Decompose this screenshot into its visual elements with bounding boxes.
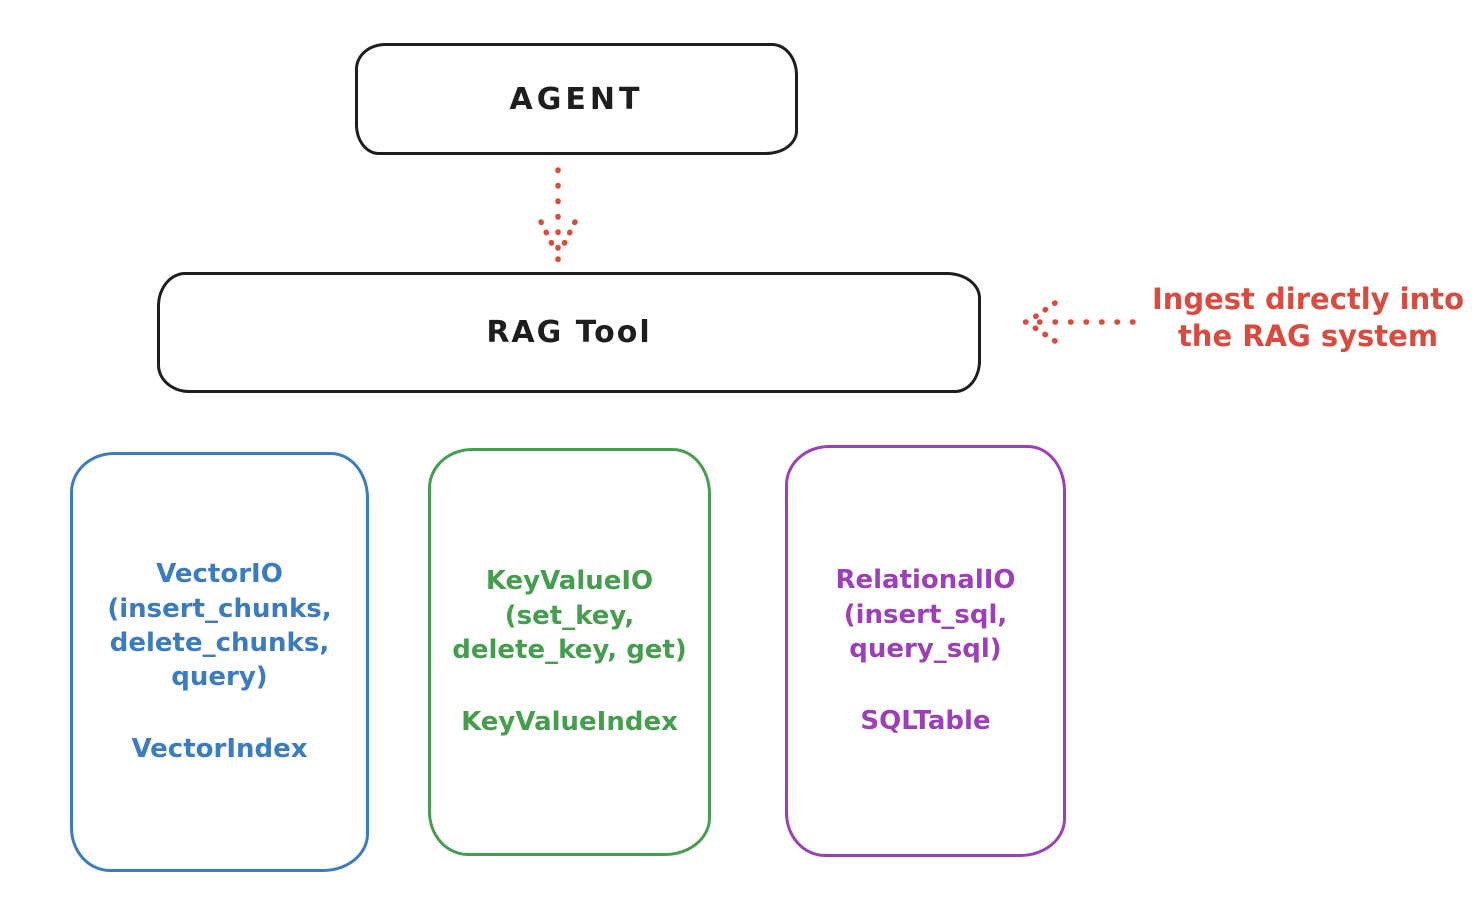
agent-to-ragtool-arrow [538, 167, 578, 263]
vector-io-node: VectorIO (insert_chunks, delete_chunks, … [70, 452, 369, 872]
vector-io-line2: (insert_chunks, [107, 593, 332, 624]
relational-io-node: RelationalIO (insert_sql, query_sql) SQL… [785, 445, 1066, 857]
ingest-arrow-head-top [1026, 300, 1058, 324]
relational-io-line3: query_sql) [849, 634, 1002, 664]
keyvalue-io-line2: (set_key, [504, 600, 635, 631]
arrow-down-head-right [557, 219, 578, 255]
ingest-arrow [1022, 300, 1136, 344]
vector-io-line1: VectorIO [156, 559, 283, 590]
ingest-annotation-line1: Ingest directly into [1151, 282, 1465, 316]
agent-node: AGENT [355, 43, 798, 155]
keyvalue-index-label: KeyValueIndex [461, 707, 678, 738]
rag-tool-label: RAG Tool [486, 315, 652, 350]
agent-label: AGENT [509, 81, 644, 117]
keyvalue-io-line1: KeyValueIO [485, 566, 654, 597]
sql-table-label: SQLTable [860, 706, 991, 737]
ingest-annotation-line2: the RAG system [1177, 319, 1439, 354]
vector-io-line3: delete_chunks, [109, 627, 330, 658]
arrow-down-head-left [538, 219, 559, 255]
relational-io-line2: (insert_sql, [843, 599, 1008, 630]
vector-io-line4: query) [171, 662, 268, 693]
relational-io-line1: RelationalIO [835, 565, 1016, 596]
keyvalue-io-line3: delete_key, get) [452, 635, 687, 665]
rag-tool-node: RAG Tool [157, 272, 981, 393]
vector-index-label: VectorIndex [131, 734, 308, 765]
ingest-arrow-head-bottom [1026, 321, 1058, 344]
keyvalue-io-node: KeyValueIO (set_key, delete_key, get) Ke… [428, 448, 711, 856]
ingest-annotation: Ingest directly into the RAG system [1138, 281, 1478, 355]
